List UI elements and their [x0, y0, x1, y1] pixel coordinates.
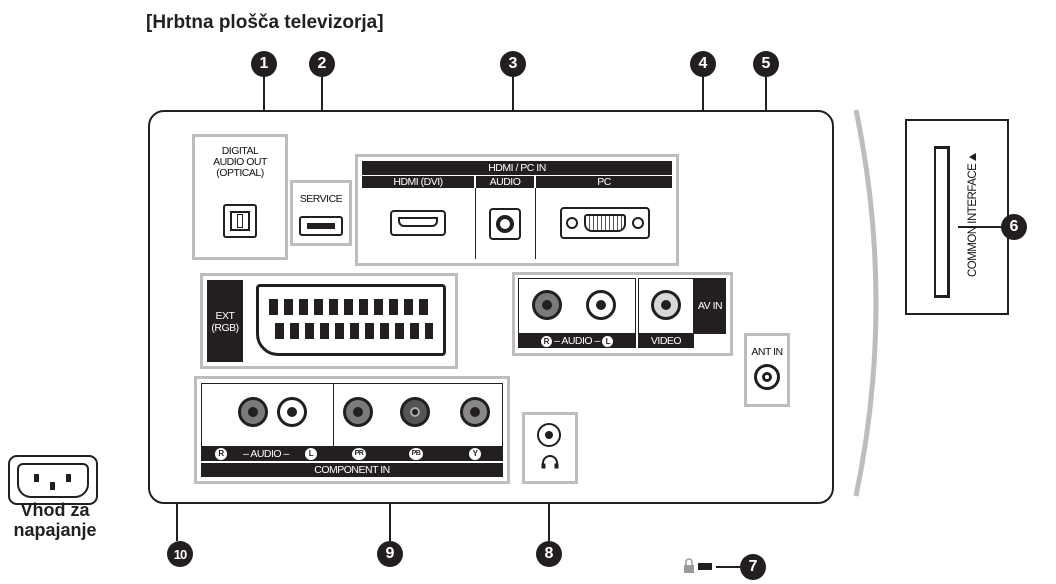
av-audio-r-jack[interactable] [532, 290, 562, 320]
hdmi-divider-1 [475, 188, 476, 259]
leader-line-1 [263, 77, 265, 135]
digital-audio-out-box [192, 134, 288, 260]
common-interface-label: COMMON INTERFACE [963, 130, 983, 300]
leader-line-7 [716, 566, 740, 568]
leader-line-8 [548, 484, 550, 541]
pc-audio-port[interactable] [489, 208, 521, 240]
service-label: SERVICE [299, 193, 343, 205]
av-audio-frame [518, 278, 636, 334]
av-in-label: AV IN [694, 278, 726, 334]
video-frame [638, 278, 694, 334]
power-socket[interactable] [17, 463, 89, 498]
scart-port[interactable] [256, 284, 446, 356]
callout-9: 9 [377, 541, 403, 567]
component-divider [333, 383, 334, 447]
component-symbols-bar: R – AUDIO – L PR PB Y [201, 447, 503, 461]
kensington-slot[interactable] [698, 563, 712, 570]
component-audio-l-jack[interactable] [277, 397, 307, 427]
pc-label: PC [536, 176, 672, 188]
component-audio-r-jack[interactable] [238, 397, 268, 427]
common-interface-slot[interactable] [934, 146, 950, 298]
av-audio-l-jack[interactable] [586, 290, 616, 320]
component-l-symbol: L [305, 448, 317, 460]
callout-2: 2 [309, 51, 335, 77]
power-input-label: Vhod za napajanje [13, 500, 97, 540]
callout-7: 7 [740, 554, 766, 580]
callout-8: 8 [536, 541, 562, 567]
kensington-lock-icon [684, 558, 694, 573]
av-audio-label: R – AUDIO – L [518, 334, 636, 348]
pb-symbol: PB [409, 448, 423, 460]
component-pb-jack[interactable] [400, 397, 430, 427]
hdmi-port[interactable] [390, 210, 446, 236]
hdmi-divider-2 [535, 188, 536, 259]
leader-line-6 [958, 226, 1001, 228]
common-interface-box [905, 119, 1009, 315]
power-input-frame [8, 455, 98, 505]
common-interface-text: COMMON INTERFACE [967, 163, 979, 278]
headphones-icon [541, 455, 559, 469]
video-label: VIDEO [638, 334, 694, 348]
component-pr-jack[interactable] [343, 397, 373, 427]
antenna-jack[interactable] [754, 364, 780, 390]
pr-symbol: PR [352, 448, 366, 460]
headphone-jack[interactable] [537, 423, 561, 447]
usb-port[interactable] [299, 216, 343, 236]
leader-line-9 [389, 484, 391, 541]
hdmi-pc-in-header: HDMI / PC IN [362, 161, 672, 175]
tv-side-curve [853, 109, 879, 497]
callout-5: 5 [753, 51, 779, 77]
component-r-symbol: R [215, 448, 227, 460]
callout-10: 10 [167, 541, 193, 567]
r-symbol: R [540, 335, 552, 347]
service-box [290, 180, 352, 246]
component-frame [201, 383, 503, 447]
component-audio-text: – AUDIO – [243, 448, 289, 460]
hdmi-dvi-label: HDMI (DVI) [362, 176, 474, 188]
l-symbol: L [602, 335, 614, 347]
triangle-up-icon [969, 152, 977, 161]
y-symbol: Y [469, 448, 481, 460]
component-in-label: COMPONENT IN [201, 463, 503, 477]
vga-port[interactable] [560, 207, 650, 239]
callout-6: 6 [1001, 214, 1027, 240]
component-y-jack[interactable] [460, 397, 490, 427]
callout-3: 3 [500, 51, 526, 77]
page-title: [Hrbtna plošča televizorja] [146, 12, 384, 33]
callout-4: 4 [690, 51, 716, 77]
video-jack[interactable] [651, 290, 681, 320]
ext-rgb-label: EXT (RGB) [207, 280, 243, 362]
ant-in-label: ANT IN [751, 346, 783, 358]
digital-audio-out-label: DIGITAL AUDIO OUT (OPTICAL) [213, 145, 267, 179]
av-audio-text: – AUDIO – [554, 335, 600, 347]
callout-1: 1 [251, 51, 277, 77]
hdmi-audio-label: AUDIO [476, 176, 534, 188]
optical-port[interactable] [223, 204, 257, 238]
